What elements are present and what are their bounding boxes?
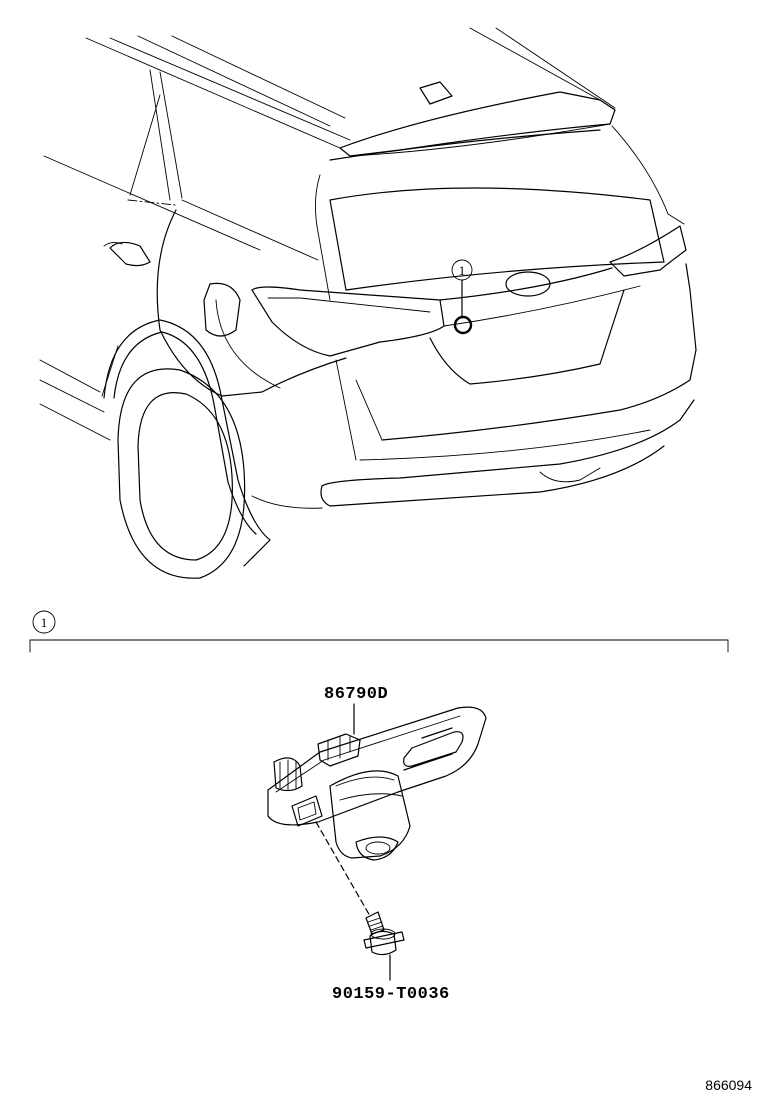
section-marker-circle	[32, 610, 56, 634]
screw-part-number: 90159-T0036	[332, 985, 450, 1004]
section-marker-text: 1	[41, 615, 48, 630]
vehicle-callout: 1	[451, 259, 473, 335]
screw-part: 90159-T0036	[332, 911, 450, 1004]
vehicle-illustration	[39, 27, 697, 579]
section-bracket-line	[29, 639, 729, 653]
installation-guide-line	[315, 821, 371, 917]
camera-part-number: 86790D	[324, 685, 388, 704]
camera-assembly: 86790D	[267, 685, 487, 861]
callout-marker-text: 1	[459, 263, 466, 278]
camera-location-marker	[453, 315, 473, 335]
section-header: 1	[29, 610, 729, 653]
figure-number: 866094	[705, 1077, 752, 1093]
